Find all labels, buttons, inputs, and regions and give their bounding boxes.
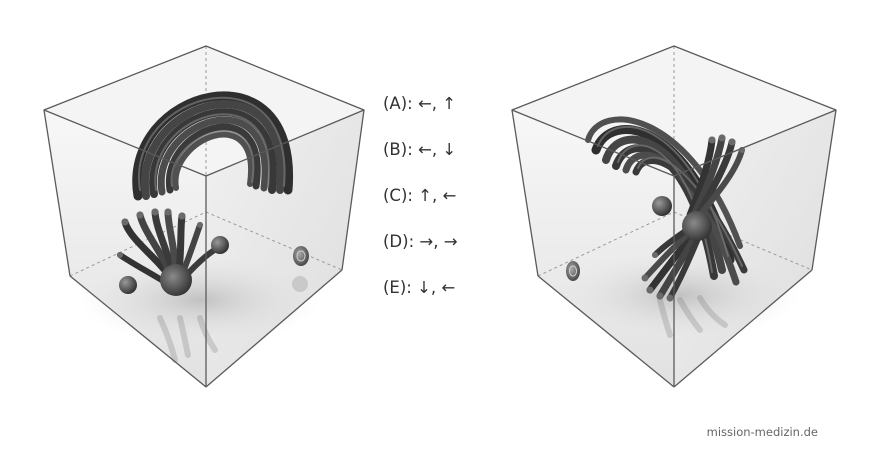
option-e: (E): ↓, ← [383,278,456,297]
left-sphere-small [211,236,229,254]
left-tube-arch [132,91,293,201]
option-c: (C): ↑, ← [383,186,457,205]
right-tube-upright [686,134,745,219]
option-d: (D): →, → [383,232,458,251]
left-floor-shadow [80,255,320,345]
option-b: (B): ←, ↓ [383,140,457,159]
right-knot [682,211,712,241]
right-disc [566,261,580,281]
option-a: (A): ←, ↑ [383,94,457,113]
left-knot [160,264,192,296]
left-sphere [119,276,137,294]
right-floor-shadow [560,250,800,340]
answer-options: (A): ←, ↑ (B): ←, ↓ (C): ↑, ← (D): →, → … [383,92,458,322]
right-cube [511,45,837,388]
left-disc [293,246,309,266]
left-cube [43,45,365,388]
right-sphere [652,196,672,216]
watermark: mission-medizin.de [706,425,818,439]
